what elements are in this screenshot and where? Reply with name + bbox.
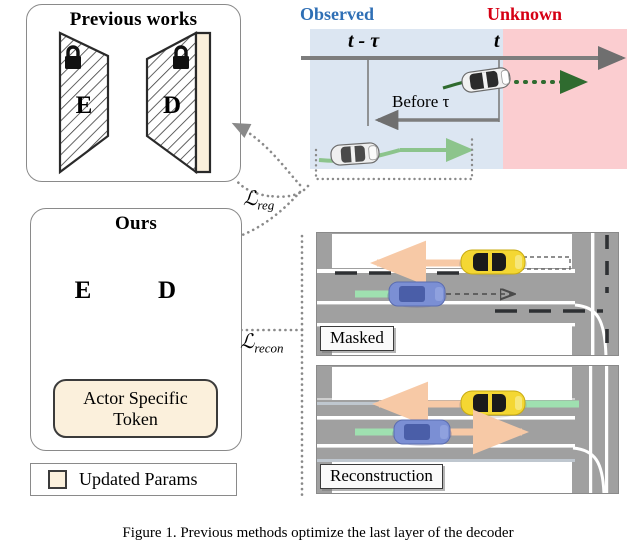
token-label-line1: Actor Specific <box>83 388 188 409</box>
blue-car <box>392 419 452 446</box>
scene-masked-graphics <box>317 233 609 355</box>
previous-decoder-letter: D <box>162 92 182 119</box>
previous-works-title: Previous works <box>69 9 198 30</box>
yellow-car <box>459 390 527 418</box>
token-label-line2: Token <box>113 408 158 429</box>
timeline-tick-left: t - τ <box>348 30 380 52</box>
scene-reconstruction-label: Reconstruction <box>320 464 443 489</box>
actor-specific-token-box: Actor Specific Token <box>53 379 218 438</box>
timeline-tick-right: t <box>494 30 500 52</box>
timeline-before-label: Before τ <box>392 92 450 111</box>
loss-reg-arrow <box>231 122 302 187</box>
yellow-car <box>459 249 527 277</box>
loss-recon-label: ℒrecon <box>240 331 284 356</box>
scene-masked-label: Masked <box>320 326 394 351</box>
loss-reg-label: ℒreg <box>243 188 275 213</box>
legend-updated-params: Updated Params <box>30 463 237 496</box>
timeline-unknown-region <box>503 29 627 169</box>
legend-label: Updated Params <box>79 469 198 489</box>
legend-swatch <box>48 470 67 489</box>
blue-car <box>387 281 447 308</box>
ours-encoder-letter: E <box>74 277 92 304</box>
ours-decoder-letter: D <box>157 277 177 304</box>
timeline-observed-title: Observed <box>300 4 374 24</box>
yellow-car-future-ghost <box>522 256 571 270</box>
previous-encoder-letter: E <box>75 92 93 119</box>
figure-caption: Figure 1. Previous methods optimize the … <box>122 525 514 541</box>
ours-title: Ours <box>115 213 157 234</box>
timeline-unknown-title: Unknown <box>487 4 563 24</box>
